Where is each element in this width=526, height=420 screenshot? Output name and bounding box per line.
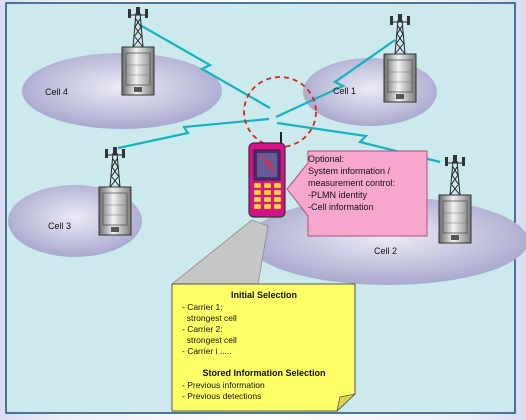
cell-1-label: Cell 1 [333, 86, 356, 96]
initial-item-2: strongest cell [182, 313, 237, 323]
initial-item-1: - Carrier 1: [182, 302, 223, 312]
note-folded-corner [336, 393, 357, 413]
radio-link-cell-4 [139, 24, 271, 109]
cell-4-label: Cell 4 [45, 87, 68, 97]
callout-line-3: measurement control: [308, 178, 395, 188]
initial-selection-title: Initial Selection [231, 290, 297, 300]
stored-item-2: - Previous detections [182, 391, 261, 401]
initial-item-3: - Carrier 2: [182, 324, 223, 334]
callout-line-1: Optional: [308, 154, 344, 164]
callout-line-2: System information / [308, 166, 391, 176]
stored-selection-title: Stored Information Selection [202, 368, 325, 378]
cell-3-label: Cell 3 [48, 221, 71, 231]
cell-1-area [303, 58, 437, 126]
radio-link-cell-1 [275, 39, 396, 118]
stored-item-1: - Previous information [182, 380, 265, 390]
mobile-phone-icon [248, 132, 286, 218]
callout-line-5: -Cell information [308, 202, 374, 212]
initial-item-5: - Carrier i ..... [182, 346, 232, 356]
initial-item-4: strongest cell [182, 335, 237, 345]
callout-line-4: -PLMN identity [308, 190, 368, 200]
cell-2-label: Cell 2 [374, 246, 397, 256]
radio-link-cell-3 [117, 117, 270, 150]
info-callout-arrow [286, 150, 428, 237]
